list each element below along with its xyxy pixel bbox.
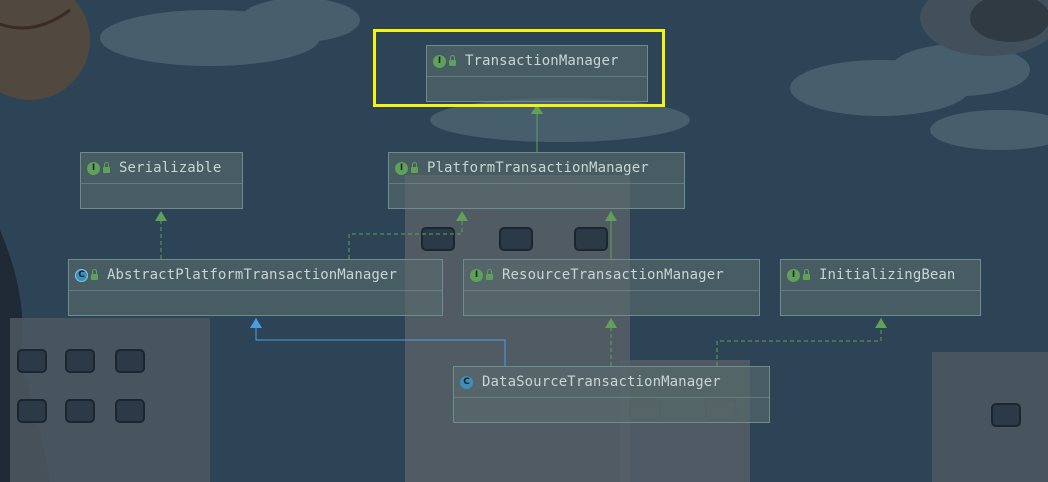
node-label: ResourceTransactionManager bbox=[502, 267, 724, 283]
interface-icon: I bbox=[470, 268, 483, 282]
lock-icon bbox=[449, 55, 456, 66]
node-resource-transaction-manager[interactable]: I ResourceTransactionManager bbox=[463, 259, 760, 316]
interface-icon: I bbox=[787, 268, 800, 282]
interface-icon: I bbox=[87, 161, 100, 175]
interface-icon: I bbox=[395, 161, 408, 175]
node-label: InitializingBean bbox=[819, 267, 956, 283]
abstract-class-icon: C bbox=[75, 268, 88, 282]
node-datasource-transaction-manager[interactable]: C DataSourceTransactionManager bbox=[453, 366, 770, 423]
interface-icon: I bbox=[433, 54, 446, 68]
lock-icon bbox=[411, 162, 418, 173]
lock-icon bbox=[486, 269, 493, 280]
node-abstract-platform-transaction-manager[interactable]: C AbstractPlatformTransactionManager bbox=[68, 259, 443, 316]
node-transaction-manager[interactable]: I TransactionManager bbox=[426, 45, 648, 102]
lock-icon bbox=[103, 162, 110, 173]
lock-icon bbox=[803, 269, 810, 280]
lock-icon bbox=[91, 269, 98, 280]
node-platform-transaction-manager[interactable]: I PlatformTransactionManager bbox=[388, 152, 685, 209]
node-label: PlatformTransactionManager bbox=[427, 160, 649, 176]
node-label: AbstractPlatformTransactionManager bbox=[107, 267, 397, 283]
class-icon: C bbox=[460, 375, 473, 389]
node-label: DataSourceTransactionManager bbox=[482, 374, 721, 390]
node-label: TransactionManager bbox=[465, 53, 619, 69]
node-initializing-bean[interactable]: I InitializingBean bbox=[780, 259, 981, 316]
node-serializable[interactable]: I Serializable bbox=[80, 152, 243, 209]
node-label: Serializable bbox=[119, 160, 222, 176]
